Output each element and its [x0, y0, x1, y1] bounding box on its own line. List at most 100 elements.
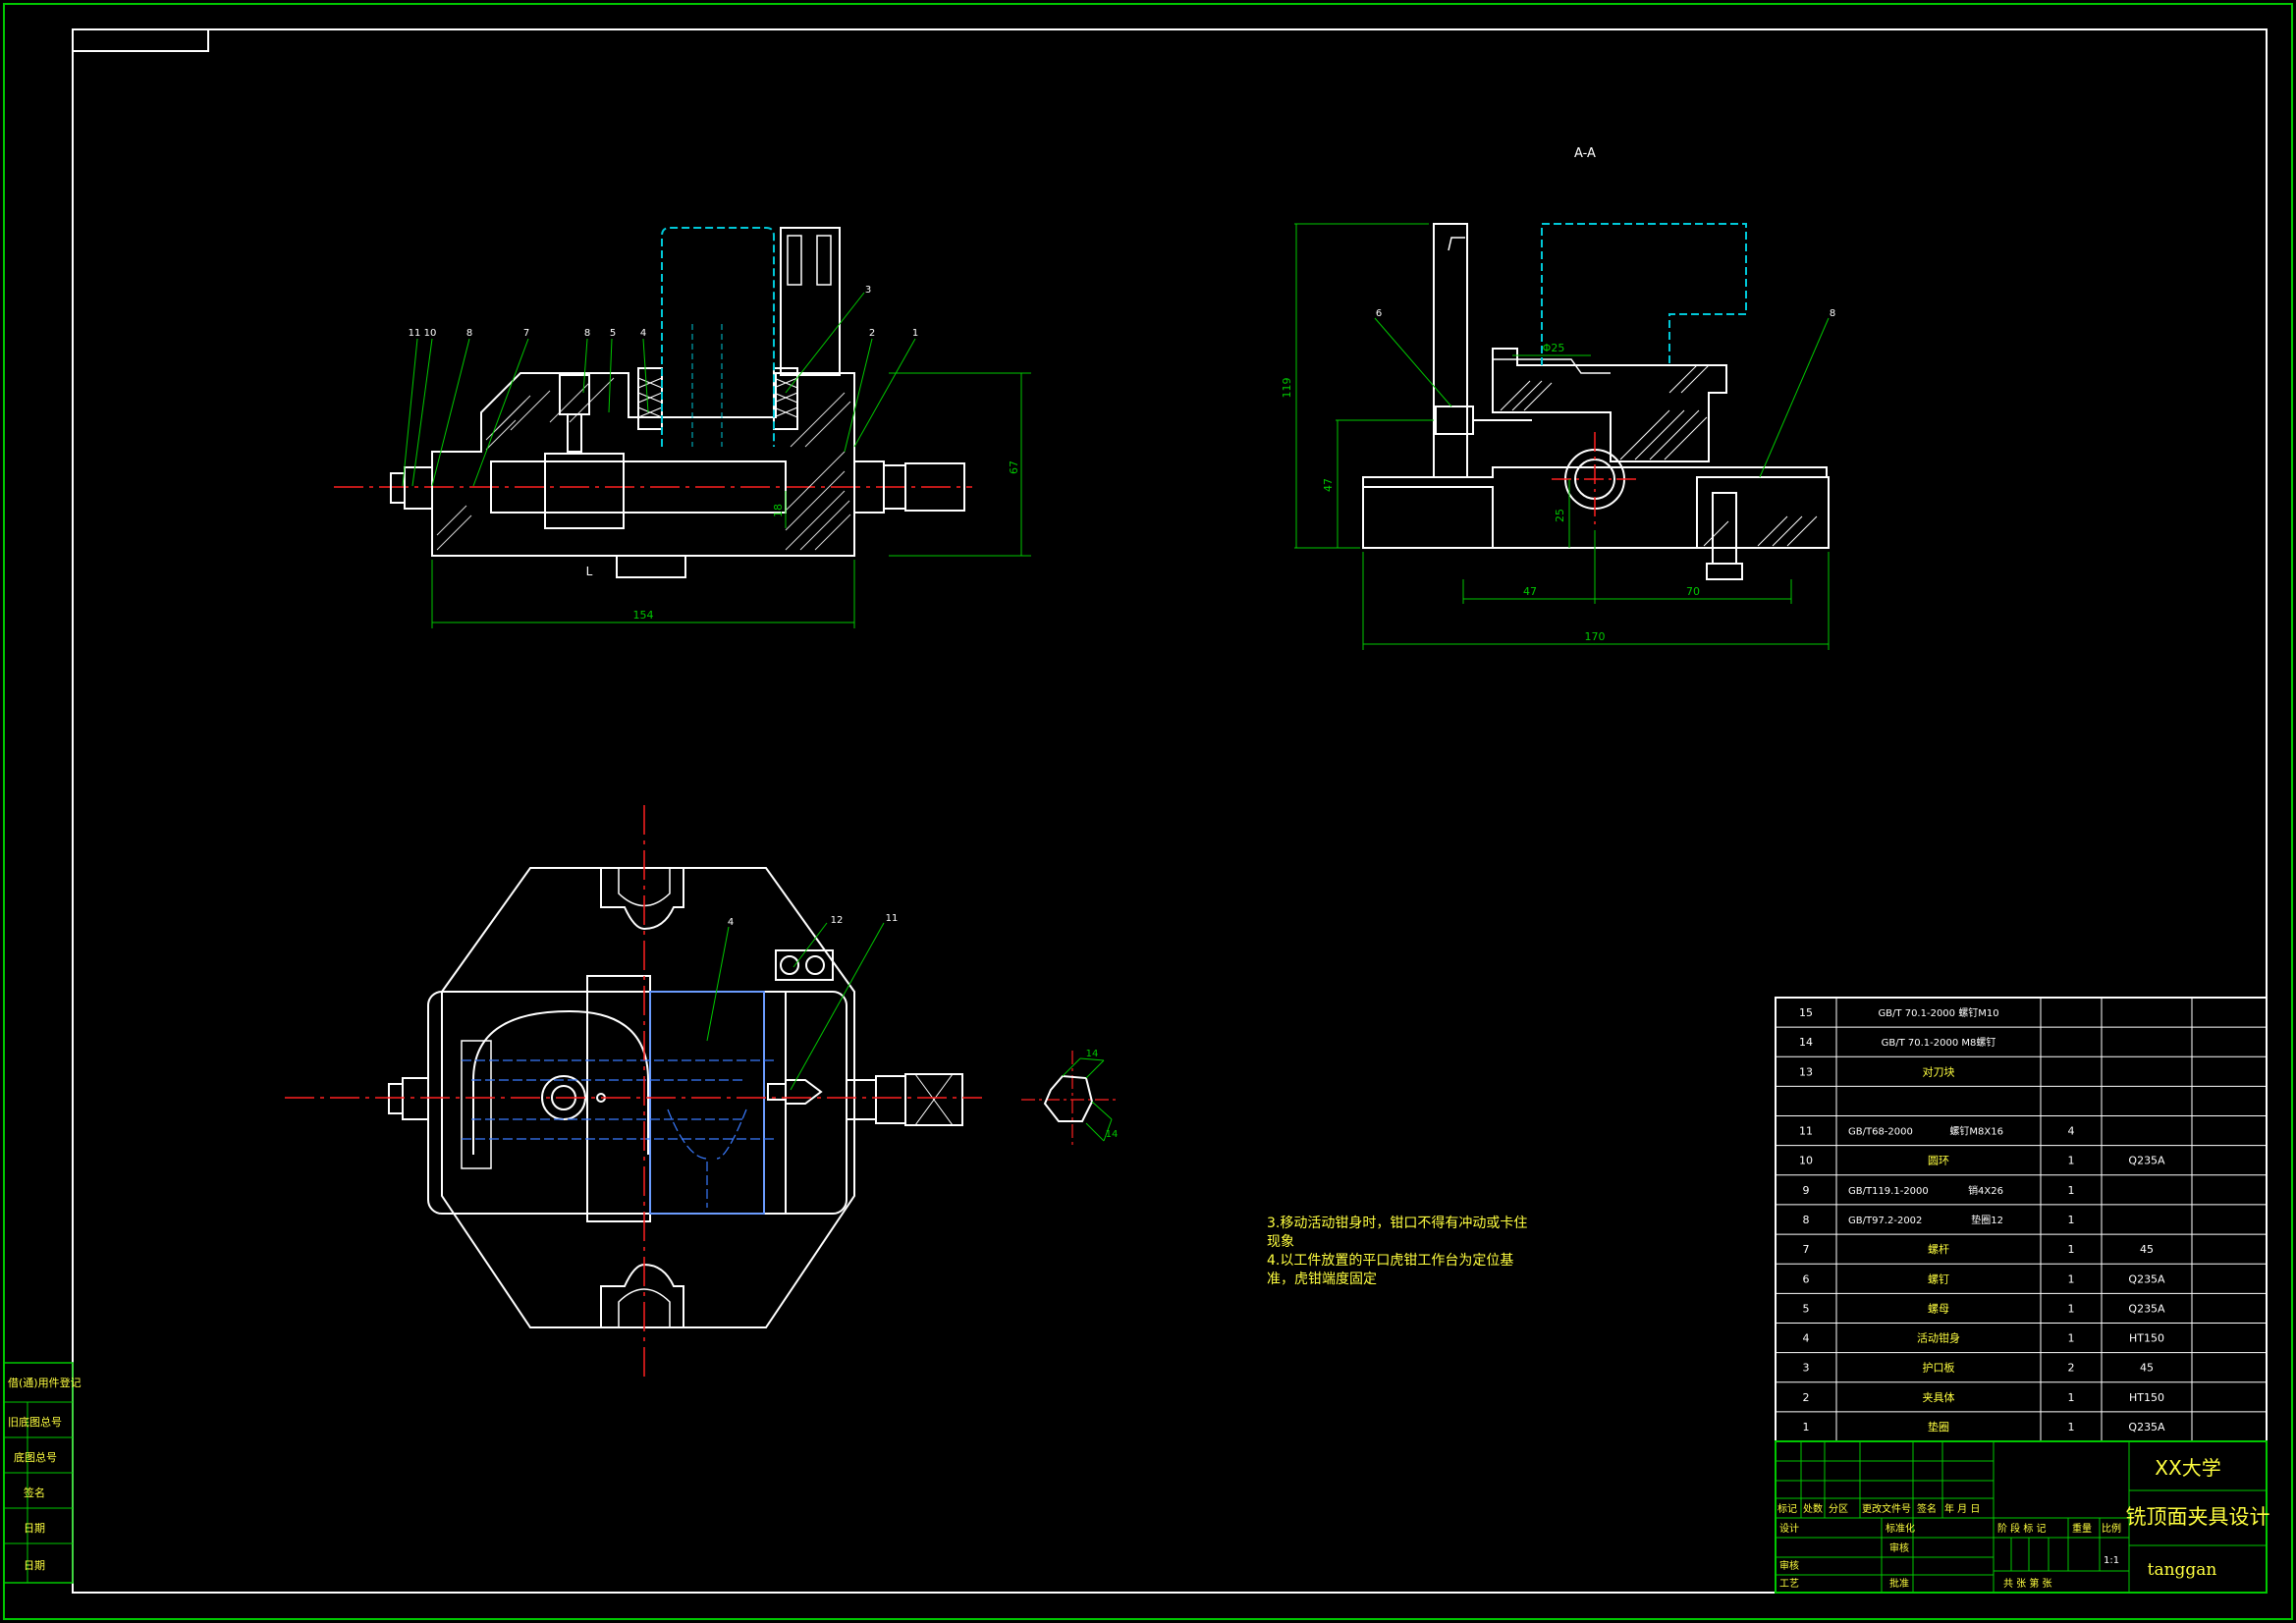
rev-header-0: 标记: [1777, 1503, 1797, 1515]
bom-cell-code: GB/T 70.1-2000 M8螺钉: [1882, 1037, 1996, 1049]
bom-cell-name: 销4X26: [1968, 1184, 2003, 1197]
top-jaw-right: [763, 991, 787, 1215]
note-line-2: 4.以工件放置的平口虎钳工作台为定位基: [1267, 1252, 1513, 1269]
left-record-strip: 借(通)用件登记 旧底图总号 底图总号 签名 日期 日期: [3, 1362, 82, 1584]
bom-cell-no: 8: [1803, 1214, 1810, 1226]
corner-tab: [72, 28, 209, 52]
strip-label-1: 旧底图总号: [8, 1415, 62, 1429]
bom-cell-mat: 45: [2140, 1362, 2154, 1375]
side-mark-right: 8: [1830, 308, 1835, 319]
bom-cell-no: 2: [1803, 1391, 1810, 1404]
side-mark-left: 6: [1376, 308, 1382, 319]
top-jaw-bolt: [785, 1079, 823, 1105]
bom-cell-mat: Q235A: [2128, 1421, 2165, 1434]
front-dimensions: [402, 292, 1031, 628]
rev-header-5: 年 月 日: [1944, 1502, 1980, 1515]
rev-header-3: 更改文件号: [1862, 1502, 1911, 1515]
bom-cell-no: 11: [1799, 1125, 1813, 1138]
outer-frame: [3, 3, 2293, 1620]
bom-cell-mat: Q235A: [2128, 1155, 2165, 1167]
bom-cell-name: 螺钉M8X16: [1949, 1126, 2003, 1138]
title-block: 标记 处数 分区 更改文件号 签名 年 月 日 设计 审核 工艺 标准化 审核 …: [1775, 1440, 2270, 1594]
bom-cell-mat: HT150: [2129, 1391, 2164, 1404]
top-mark-c: 11: [886, 913, 899, 924]
bom-cell-qty: 1: [2068, 1332, 2075, 1345]
bom-cell-qty: 1: [2068, 1214, 2075, 1226]
bom-cell-no: 4: [1803, 1332, 1810, 1345]
bom-cell-no: 10: [1799, 1155, 1813, 1167]
strip-label-3: 签名: [24, 1486, 45, 1499]
bom-cell-no: 1: [1803, 1421, 1810, 1434]
top-shaft-left: [402, 1077, 429, 1120]
drawing-title: 铣顶面夹具设计: [2126, 1505, 2270, 1529]
section-label: A-A: [1574, 146, 1596, 161]
screw-bar: [490, 460, 787, 514]
front-balloon-0: 11: [409, 328, 421, 339]
top-handle: [846, 1079, 877, 1120]
jaw-plate-left: [637, 367, 663, 430]
bom-cell-code: GB/T 70.1-2000 螺钉M10: [1878, 1007, 1998, 1019]
sign-mid-0: 标准化: [1886, 1522, 1915, 1535]
stage-header-0: 阶 段 标 记: [1997, 1522, 2047, 1535]
bom-cell-name: 护口板: [1923, 1361, 1955, 1375]
sign-mid-1: 审核: [1889, 1542, 1909, 1554]
bom-cell-qty: 1: [2068, 1184, 2075, 1197]
locating-key: [616, 555, 686, 578]
top-slot-lower: [600, 1263, 684, 1327]
side-carriage: [1492, 348, 1727, 462]
top-mark-a: 4: [728, 917, 734, 928]
front-dim-small: 18: [772, 504, 785, 517]
jaw-crosshatch: [637, 377, 798, 418]
rev-header-2: 分区: [1829, 1503, 1848, 1515]
side-fixed-jaw: [1433, 223, 1468, 478]
bom-cell-name: 垫圈: [1928, 1420, 1949, 1434]
strip-label-4: 日期: [24, 1522, 45, 1535]
bom-cell-qty: 1: [2068, 1302, 2075, 1315]
bom-cell-qty: 1: [2068, 1155, 2075, 1167]
workpiece-outline: [661, 227, 775, 447]
bom-cell-name: 螺钉: [1928, 1272, 1949, 1285]
bom-cell-mat: 45: [2140, 1243, 2154, 1256]
note-line-3: 准，虎钳端度固定: [1267, 1271, 1377, 1287]
bom-cell-name: 活动钳身: [1917, 1331, 1960, 1345]
top-hidden-lines: [462, 1059, 776, 1208]
front-dim-width: 154: [633, 609, 654, 622]
sign-left-3: 工艺: [1779, 1578, 1799, 1590]
bom-cell-code: GB/T68-2000: [1848, 1127, 1913, 1138]
side-bolt-right: [1712, 492, 1737, 565]
bom-cell-no: 9: [1803, 1184, 1810, 1197]
bom-cell-qty: 4: [2068, 1125, 2075, 1138]
stage-header-1: 重量: [2072, 1522, 2092, 1535]
bom-cell-no: 5: [1803, 1302, 1810, 1315]
strip-label-0: 借(通)用件登记: [8, 1376, 82, 1389]
side-dim-right: 70: [1686, 585, 1700, 598]
detail-dim-a: 14: [1086, 1049, 1099, 1059]
bom-cell-no: 15: [1799, 1006, 1813, 1019]
rev-header-1: 处数: [1803, 1502, 1823, 1515]
bom-cell-qty: 1: [2068, 1421, 2075, 1434]
side-view: A-A: [1281, 146, 1835, 650]
top-setting-block: [775, 949, 834, 981]
top-base-plate: [441, 867, 855, 1328]
bom-cell-qty: 1: [2068, 1272, 2075, 1285]
sheet-footer: 共 张 第 张: [2003, 1577, 2052, 1590]
bom-cell-name: 夹具体: [1923, 1390, 1955, 1404]
bom-cell-qty: 1: [2068, 1391, 2075, 1404]
bom-cell-mat: Q235A: [2128, 1272, 2165, 1285]
inner-frame: [72, 28, 2268, 1594]
technical-notes: 3.移动活动钳身时，钳口不得有冲动或卡住 现象 4.以工件放置的平口虎钳工作台为…: [1267, 1215, 1527, 1287]
side-hatch: [1500, 364, 1818, 547]
bom-cell-qty: 1: [2068, 1243, 2075, 1256]
bom-cell-no: 13: [1799, 1065, 1813, 1078]
bom-cell-mat: Q235A: [2128, 1302, 2165, 1315]
bom-cell-mat: HT150: [2129, 1332, 2164, 1345]
front-balloon-2: 8: [466, 328, 472, 339]
front-balloon-4: 8: [584, 328, 590, 339]
nut-block: [544, 453, 625, 529]
front-balloon-6: 4: [640, 328, 646, 339]
side-dimensions: [1294, 223, 1830, 650]
bom-cell-no: 14: [1799, 1036, 1813, 1049]
